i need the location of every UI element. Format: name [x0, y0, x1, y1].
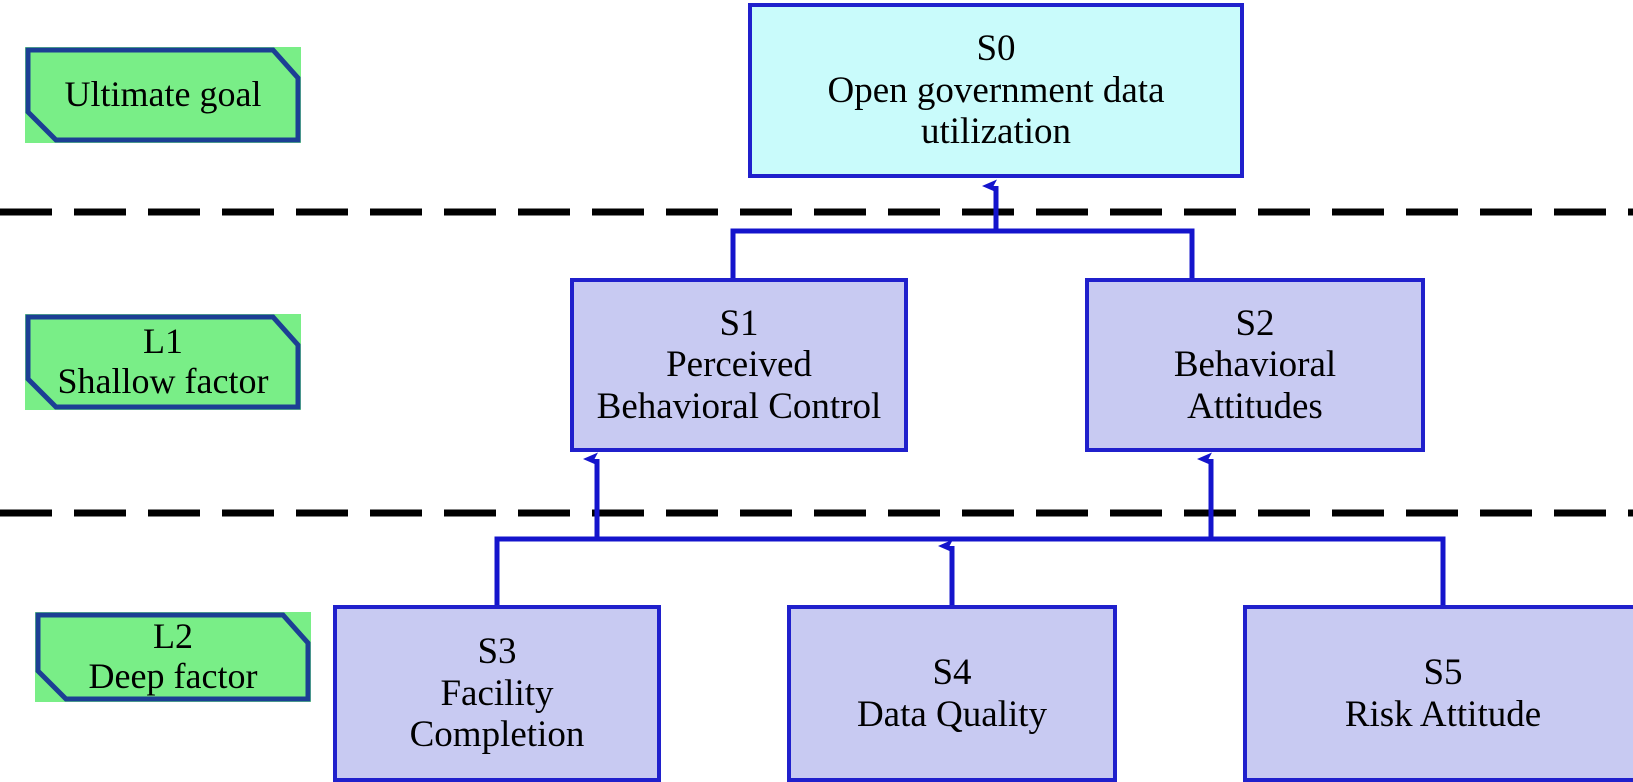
edge-bus-l2: [494, 536, 1446, 605]
node-s5-line: Risk Attitude: [1344, 693, 1542, 735]
node-s1-line: Perceived: [666, 344, 812, 386]
node-s2[interactable]: S2 Behavioral Attitudes: [1085, 278, 1425, 452]
legend-l1: L1 Shallow factor: [25, 314, 301, 410]
node-s3[interactable]: S3 Facility Completion: [333, 605, 661, 782]
legend-l2-text: L2 Deep factor: [35, 617, 311, 696]
node-s4-line: S4: [932, 652, 972, 694]
node-s0-line: Open government data: [827, 69, 1165, 111]
node-s1-line: Behavioral Control: [596, 385, 882, 427]
node-s2-line: Attitudes: [1187, 385, 1323, 427]
node-s4[interactable]: S4 Data Quality: [787, 605, 1117, 782]
node-s5[interactable]: S5 Risk Attitude: [1243, 605, 1633, 782]
legend-line: L2: [153, 616, 193, 657]
legend-line: Deep factor: [88, 656, 258, 696]
legend-shape-octagon: [35, 612, 311, 702]
legend-l1-text: L1 Shallow factor: [25, 322, 301, 401]
legend-line: L1: [143, 321, 183, 362]
legend-l2: L2 Deep factor: [35, 612, 311, 702]
legend-line: Shallow factor: [57, 361, 269, 401]
node-s4-line: Data Quality: [856, 693, 1048, 735]
node-s1-line: S1: [719, 302, 759, 344]
node-s0-line: S0: [976, 28, 1016, 70]
node-s5-line: S5: [1423, 652, 1463, 694]
node-s2-line: Behavioral: [1173, 344, 1337, 386]
node-s3-line: Completion: [409, 714, 585, 756]
edge-s1-s2-to-s0: [730, 179, 1195, 278]
legend-ultimate-goal-text: Ultimate goal: [25, 75, 301, 115]
legend-shape-octagon: [25, 47, 301, 143]
legend-shape-octagon: [25, 314, 301, 410]
legend-ultimate-goal: Ultimate goal: [25, 47, 301, 143]
legend-line: Ultimate goal: [64, 74, 262, 115]
node-s2-line: S2: [1235, 302, 1275, 344]
node-s0-line: utilization: [920, 111, 1072, 153]
node-s3-line: S3: [477, 631, 517, 673]
node-s1[interactable]: S1 Perceived Behavioral Control: [570, 278, 908, 452]
node-s3-line: Facility: [440, 672, 554, 714]
node-s0[interactable]: S0 Open government data utilization: [748, 3, 1244, 178]
